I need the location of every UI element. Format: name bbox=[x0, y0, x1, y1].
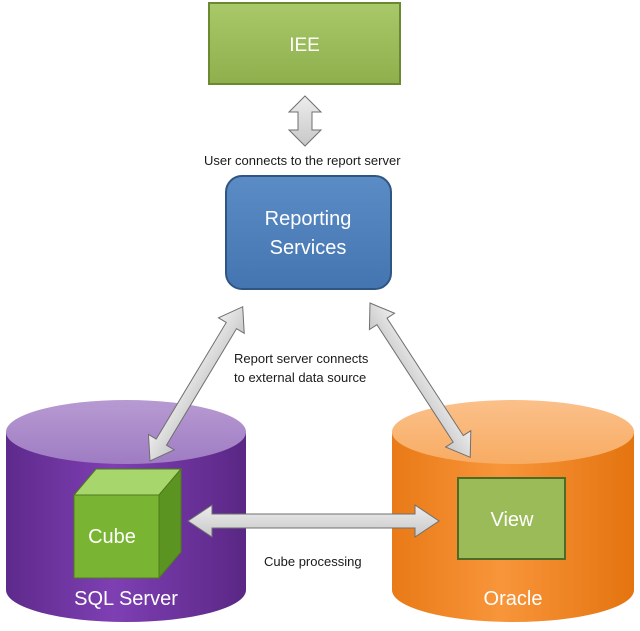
cube-icon bbox=[72, 467, 183, 580]
cube-label: Cube bbox=[88, 526, 136, 548]
view-label: View bbox=[491, 509, 535, 531]
user-connects-label: User connects to the report server bbox=[204, 153, 401, 168]
report-server-connects-label-line2: to external data source bbox=[234, 370, 367, 385]
cube-processing-arrow bbox=[187, 504, 440, 538]
cube-processing-label: Cube processing bbox=[264, 554, 362, 569]
sql-server-label: SQL Server bbox=[74, 588, 178, 610]
reporting-services-label-line2: Services bbox=[270, 237, 347, 259]
report-server-connects-label-line1: Report server connects bbox=[234, 351, 369, 366]
iee-label: IEE bbox=[289, 35, 320, 56]
user-connection-arrow bbox=[287, 95, 323, 147]
report-to-oracle-arrow bbox=[368, 302, 472, 459]
oracle-label: Oracle bbox=[484, 588, 543, 610]
report-to-sql-arrow-shape bbox=[147, 305, 245, 462]
iee-box bbox=[208, 2, 401, 85]
view-box bbox=[457, 477, 566, 560]
reporting-services-box bbox=[225, 175, 392, 290]
reporting-services-label-line1: Reporting bbox=[265, 208, 352, 230]
